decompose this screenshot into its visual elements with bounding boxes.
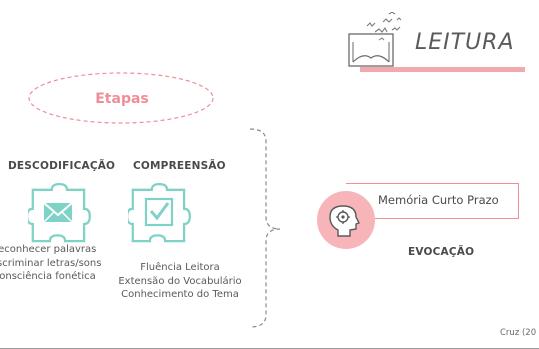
descodificacao-list: Reconhecer palavras Discriminar letras/s… — [0, 243, 104, 284]
head-gear-icon — [317, 191, 375, 249]
page-title: LEITURA — [415, 30, 515, 55]
memory-box — [346, 183, 519, 219]
list-item: Consciência fonética — [0, 271, 96, 282]
list-item: Reconhecer palavras — [0, 244, 97, 255]
etapas-label: Etapas — [95, 91, 149, 107]
list-item: Extensão do Vocabulário — [118, 275, 242, 287]
etapas-ellipse — [28, 72, 214, 124]
compreensao-heading: COMPREENSÃO — [133, 160, 226, 172]
title-logo — [345, 11, 530, 80]
puzzle-piece — [128, 183, 191, 243]
descodificacao-heading: DESCODIFICAÇÃO — [8, 160, 116, 172]
dashed-bracket — [249, 128, 281, 328]
compreensao-list: Fluência Leitora Extensão do Vocabulário… — [110, 261, 250, 302]
book-birds-icon — [348, 11, 402, 67]
title-underline — [360, 67, 525, 72]
puzzle-piece — [28, 183, 91, 243]
list-item: Discriminar letras/sons — [0, 257, 102, 269]
envelope-icon — [43, 202, 73, 223]
memory-label: Memória Curto Prazo — [378, 193, 499, 207]
list-item: Conhecimento do Tema — [121, 289, 239, 300]
list-item: Fluência Leitora — [140, 262, 220, 273]
checkbox-icon — [144, 197, 174, 227]
evocacao-label: EVOCAÇÃO — [408, 246, 475, 258]
citation: Cruz (20 — [500, 328, 537, 338]
